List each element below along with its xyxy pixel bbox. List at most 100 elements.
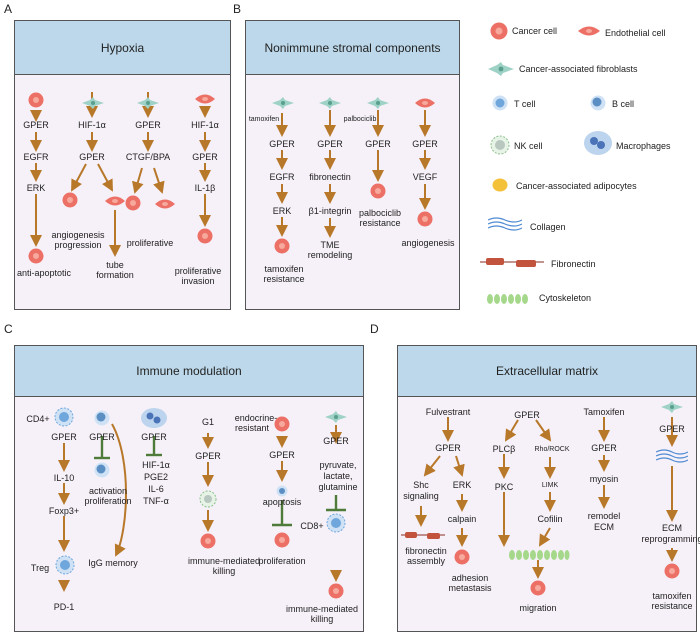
c-killing-1: killing (212, 566, 236, 576)
legend-endothelial-cell: Endothelial cell (605, 28, 666, 38)
macrophage-icon (583, 130, 613, 161)
b-b1-integrin: β1-integrin (308, 206, 352, 216)
endothelial-cell-icon (195, 92, 215, 111)
b-erk: ERK (272, 206, 292, 216)
b-egfr: EGFR (269, 172, 295, 182)
panel-letter-a: A (4, 2, 13, 16)
legend-cytoskeleton: Cytoskeleton (539, 293, 592, 303)
d-gper-4: GPER (659, 424, 685, 434)
d-erk: ERK (452, 480, 472, 490)
a-gper-4: GPER (192, 152, 218, 162)
b-cell-icon (94, 462, 110, 483)
d-metastasis: metastasis (448, 583, 492, 593)
a-formation: formation (96, 270, 134, 280)
b-tme: TME (320, 240, 340, 250)
panel-letter-d: D (370, 322, 379, 336)
c-gper-5: GPER (269, 450, 295, 460)
panel-ecm: Extracellular matrix (397, 345, 697, 632)
a-invasion: invasion (181, 276, 215, 286)
a-hif1a-2: HIF-1α (191, 120, 219, 130)
d-gper-1: GPER (435, 443, 461, 453)
panel-title-immune: Immune modulation (15, 346, 363, 397)
panel-immune: Immune modulation (14, 345, 364, 632)
d-cofilin: Cofilin (537, 514, 563, 524)
panel-title-ecm: Extracellular matrix (398, 346, 696, 397)
fibroblast-icon (325, 410, 347, 428)
c-g1: G1 (201, 417, 215, 427)
fibronectin-icon (401, 528, 445, 546)
a-anti-apoptotic: anti-apoptotic (16, 268, 72, 278)
a-egfr: EGFR (23, 152, 49, 162)
t-cell-icon (54, 407, 74, 432)
d-pkc: PKC (494, 482, 514, 492)
cancer-cell-icon (370, 183, 386, 204)
legend-cancer-cell: Cancer cell (512, 26, 558, 36)
endothelial-cell-icon (415, 96, 435, 115)
cancer-cell-icon (28, 92, 44, 113)
c-treg: Treg (30, 563, 50, 573)
fibroblast-icon (661, 400, 683, 418)
c-gper-2: GPER (89, 432, 115, 442)
endothelial-cell-icon (155, 197, 175, 216)
t-cell-icon (492, 95, 508, 116)
c-gper-1: GPER (51, 432, 77, 442)
d-reprogramming: reprogramming (641, 534, 700, 544)
legend-fibronectin: Fibronectin (551, 259, 596, 269)
c-il6: IL-6 (148, 484, 164, 494)
c-immune-killing-2: immune-mediated (285, 604, 359, 614)
d-resistance: resistance (651, 601, 693, 611)
legend-b-cell: B cell (612, 99, 635, 109)
cancer-cell-icon (197, 228, 213, 249)
c-killing-2: killing (310, 614, 334, 624)
legend-nk-cell: NK cell (514, 141, 543, 151)
d-calpain: calpain (447, 514, 477, 524)
cancer-cell-icon (530, 580, 546, 601)
d-migration: migration (519, 603, 557, 613)
b-resistance-2: resistance (359, 218, 401, 228)
b-resistance-1: resistance (263, 274, 305, 284)
d-tamoxifen-drug: Tamoxifen (583, 407, 625, 417)
cancer-cell-icon (274, 416, 290, 437)
a-il1b: IL-1β (194, 183, 216, 193)
cytoskeleton-icon (508, 548, 570, 566)
c-pd1: PD-1 (53, 602, 75, 612)
cancer-cell-icon (274, 532, 290, 553)
c-activation: activation (88, 486, 128, 496)
legend-collagen: Collagen (530, 222, 566, 232)
b-palbociclib-drug: palbociclib (343, 116, 377, 123)
b-palbociclib: palbociclib (358, 208, 402, 218)
d-assembly: assembly (406, 556, 446, 566)
b-tamoxifen: tamoxifen (264, 264, 304, 274)
panel-title-hypoxia: Hypoxia (15, 21, 230, 75)
b-tamoxifen-drug: tamoxifen (248, 116, 280, 123)
d-fulvestrant: Fulvestrant (425, 407, 471, 417)
cancer-cell-icon (490, 22, 508, 45)
t-cell-icon (326, 513, 346, 538)
c-pyruvate: pyruvate, (319, 460, 357, 470)
cancer-cell-icon (274, 238, 290, 259)
b-gper-2: GPER (317, 139, 343, 149)
legend-adipocytes: Cancer-associated adipocytes (516, 181, 637, 191)
a-hif1a: HIF-1α (78, 120, 106, 130)
c-hif1a: HIF-1α (142, 460, 170, 470)
a-angiogenesis: angiogenesis (51, 230, 105, 240)
c-gper-4: GPER (195, 451, 221, 461)
b-gper-3: GPER (365, 139, 391, 149)
c-apoptosis: apoptosis (262, 497, 302, 507)
b-fibronectin: fibronectin (309, 172, 351, 182)
d-myosin: myosin (589, 474, 619, 484)
c-immune-killing-1: immune-mediated (187, 556, 261, 566)
b-gper-1: GPER (269, 139, 295, 149)
a-proliferative-1: proliferative (126, 238, 174, 248)
nk-cell-icon (199, 490, 217, 513)
cancer-cell-icon (200, 533, 216, 554)
a-gper-2: GPER (79, 152, 105, 162)
a-erk: ERK (26, 183, 46, 193)
b-remodeling: remodeling (307, 250, 353, 260)
b-cell-icon (94, 410, 110, 431)
d-remodel: remodel (587, 511, 621, 521)
c-cd4: CD4+ (26, 414, 50, 424)
c-endocrine: endocrine- (234, 413, 278, 423)
d-signaling: signaling (403, 491, 439, 501)
legend-macrophages: Macrophages (616, 141, 671, 151)
